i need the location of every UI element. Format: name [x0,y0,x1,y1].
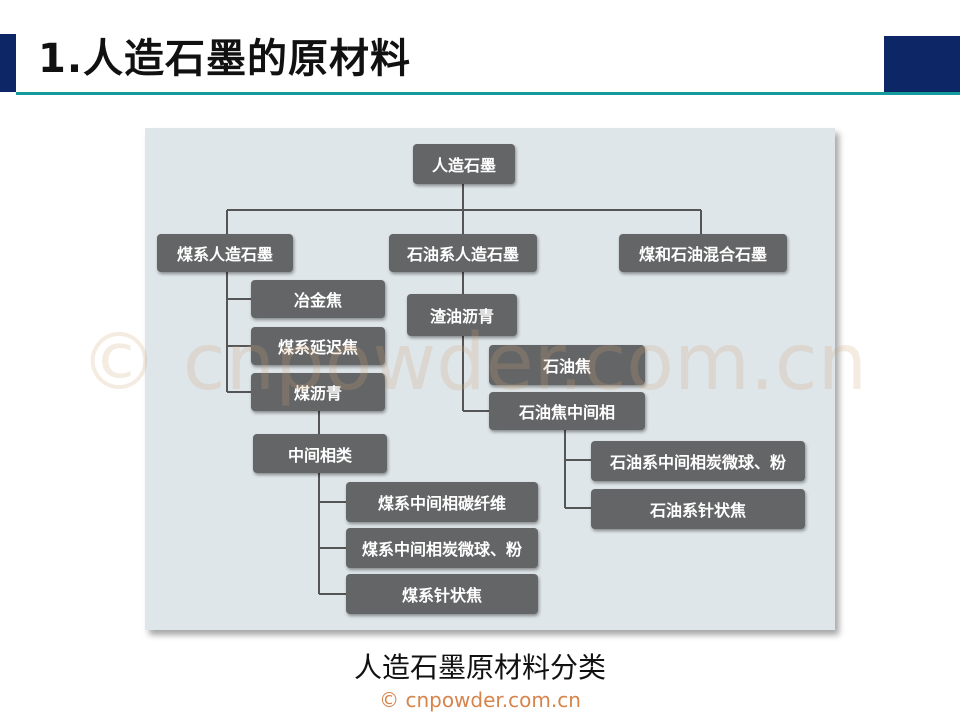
header-accent-left [0,34,16,92]
node-coal-petroleum-mixed-graphite: 煤和石油混合石墨 [619,234,787,272]
node-coal-mesophase-microspheres: 煤系中间相炭微球、粉 [346,528,538,568]
node-residue-pitch: 渣油沥青 [407,294,517,336]
node-artificial-graphite: 人造石墨 [413,144,515,184]
node-coal-mesophase-carbon-fiber: 煤系中间相碳纤维 [346,482,538,522]
node-coal-based-graphite: 煤系人造石墨 [157,234,293,272]
node-metallurgical-coke: 冶金焦 [251,280,385,318]
node-coal-needle-coke: 煤系针状焦 [346,574,538,614]
connector-lines [226,184,702,595]
node-petroleum-mesophase-microspheres: 石油系中间相炭微球、粉 [591,441,805,481]
header-rule [16,92,960,95]
copyright-notice: © cnpowder.com.cn [379,688,581,712]
node-coal-delayed-coke: 煤系延迟焦 [251,327,385,365]
node-petroleum-needle-coke: 石油系针状焦 [591,489,805,529]
header-accent-right [884,36,960,92]
node-petroleum-based-graphite: 石油系人造石墨 [389,234,537,272]
watermark-text: © cnpowder.com.cn [80,318,868,408]
node-petroleum-coke-mesophase: 石油焦中间相 [489,392,645,430]
figure-caption: 人造石墨原材料分类 [353,651,606,684]
node-mesophase-class: 中间相类 [253,434,387,473]
page-title: 1.人造石墨的原材料 [38,36,412,82]
node-petroleum-coke: 石油焦 [489,345,645,385]
node-coal-tar-pitch: 煤沥青 [251,373,385,411]
classification-diagram: 人造石墨 煤系人造石墨 石油系人造石墨 煤和石油混合石墨 冶金焦 煤系延迟焦 煤… [145,128,835,630]
